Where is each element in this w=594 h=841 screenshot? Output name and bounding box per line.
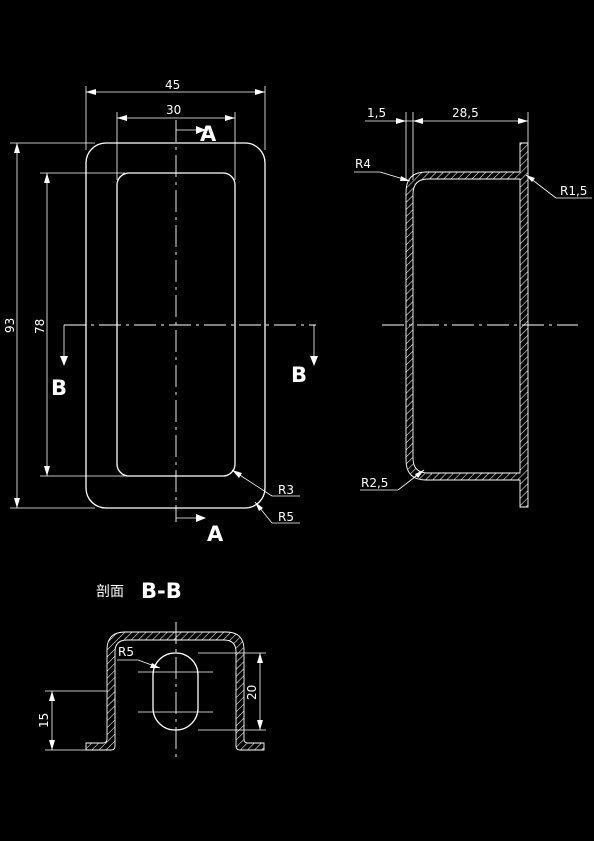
section-bb-title: B-B	[141, 579, 182, 603]
dim-radius-flange: R1,5	[525, 174, 592, 199]
section-bb-prefix: 剖面	[96, 584, 124, 600]
dim-inner-radius: R3	[231, 469, 300, 497]
svg-text:R5: R5	[278, 510, 294, 524]
dim-radius-top: R4	[354, 157, 411, 182]
section-bb: 剖面 B-B R5 20	[37, 579, 266, 760]
svg-text:93: 93	[3, 318, 17, 333]
section-b-right-label: B	[291, 363, 307, 387]
svg-text:78: 78	[33, 319, 47, 334]
dim-inner-height: 78	[33, 172, 125, 477]
svg-text:R2,5: R2,5	[361, 476, 388, 490]
dim-radius-bottom: R2,5	[360, 469, 425, 491]
dim-outer-radius: R5	[254, 501, 300, 524]
dim-overall-width: 45	[85, 78, 266, 150]
dim-overall-height: 93	[3, 142, 95, 509]
section-a-top-label: A	[200, 122, 217, 146]
svg-text:R1,5: R1,5	[560, 184, 587, 198]
dim-slot-radius: R5	[117, 645, 161, 669]
dim-thickness-label: 1,5	[367, 106, 386, 120]
svg-text:R3: R3	[278, 483, 294, 497]
svg-text:30: 30	[166, 103, 181, 117]
dim-inner-width: 30	[116, 103, 236, 180]
svg-text:20: 20	[245, 685, 259, 700]
side-view: 1,5 28,5 R4 R1,5 R2,5	[354, 106, 592, 508]
section-slot-outline	[152, 652, 199, 731]
dim-thickness-depth: 1,5 28,5	[365, 106, 529, 180]
svg-text:R4: R4	[355, 157, 371, 171]
svg-text:45: 45	[165, 78, 180, 92]
dim-depth-label: 28,5	[452, 106, 479, 120]
dim-section-height: 15	[37, 690, 107, 751]
side-profile-wall	[405, 142, 529, 508]
svg-text:R5: R5	[118, 645, 134, 659]
front-view: A A B B 45 30	[3, 78, 318, 546]
dim-slot-length: 20	[198, 652, 266, 731]
svg-text:15: 15	[37, 713, 51, 728]
section-a-bottom-label: A	[207, 522, 224, 546]
section-profile-wall	[85, 631, 265, 751]
front-outer-outline	[85, 142, 266, 509]
section-b-left-label: B	[51, 376, 67, 400]
